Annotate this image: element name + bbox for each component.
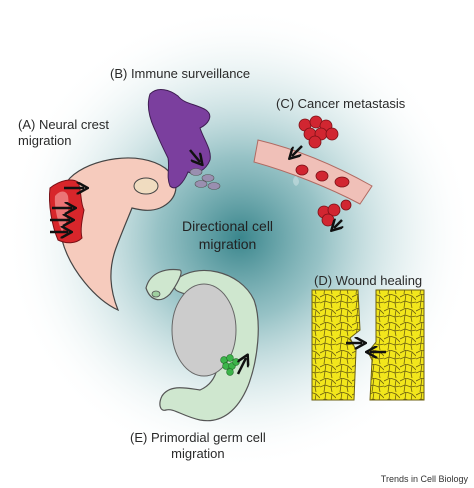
cancer-arrow-1	[292, 145, 303, 156]
center-title-line-2: migration	[198, 236, 257, 252]
panel-a-label: (A) Neural crest migration	[18, 117, 109, 149]
circulating-cancer-cells	[295, 164, 350, 188]
germ-embryo-spot	[151, 290, 161, 298]
journal-credit: Trends in Cell Biology	[380, 474, 468, 484]
panel-a-line-1: (A) Neural crest	[18, 117, 110, 132]
yolk-sac	[171, 283, 237, 377]
panel-b-label: (B) Immune surveillance	[110, 66, 251, 81]
cancer-cell-cluster	[298, 115, 339, 149]
wound-right-tissue	[367, 289, 425, 401]
background-glow	[4, 6, 474, 470]
panel-e-line-1: (E) Primordial germ cell	[130, 430, 266, 445]
panel-e-label: (E) Primordial germ cell migration	[130, 430, 266, 462]
panel-a-line-2: migration	[18, 133, 72, 148]
germ-arrow	[236, 358, 246, 375]
immune-arrow	[189, 149, 200, 162]
cancer-arrow-2	[334, 220, 342, 228]
wound-left-tissue	[311, 289, 361, 401]
panel-e-line-2: migration	[171, 446, 225, 461]
panel-d-label: (D) Wound healing	[314, 273, 423, 288]
neural-embryo-eye	[133, 177, 159, 195]
center-title-line-1: Directional cell	[182, 218, 274, 234]
panel-c-label: (C) Cancer metastasis	[276, 96, 406, 111]
neural-crest-embryo	[49, 157, 177, 312]
center-title: Directional cell migration	[182, 217, 273, 253]
germ-cell-embryo	[145, 268, 259, 422]
